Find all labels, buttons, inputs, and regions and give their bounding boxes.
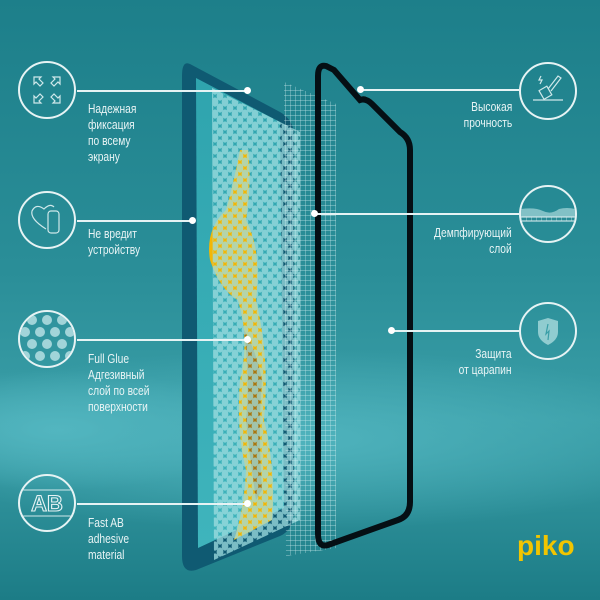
expand-arrows-icon (18, 61, 76, 119)
ab-adhesive-icon: AB (18, 474, 76, 532)
feature-label: Демпфирующий слой (434, 226, 512, 256)
logo-text: piko (517, 530, 575, 561)
heart-phone-icon (18, 191, 76, 249)
feature-label: Надежная фиксация по всему экрану (88, 102, 137, 164)
feature-label: Защита от царапин (459, 347, 512, 377)
shield-icon (519, 302, 577, 360)
glass-frame (315, 62, 413, 549)
adhesive-layer (212, 88, 300, 560)
feature-label: Не вредит устройству (88, 227, 141, 257)
brand-logo: piko (517, 530, 575, 562)
hammer-icon (519, 62, 577, 120)
dots-pattern-icon (18, 310, 76, 368)
feature-label: Fast AB adhesive material (88, 516, 130, 562)
feature-label: Высокая прочность (463, 100, 512, 130)
damping-layer (284, 82, 336, 556)
feature-label: Full Glue Адгезивный слой по всей поверх… (88, 352, 150, 414)
svg-text:AB: AB (31, 491, 63, 516)
damping-layer-icon (519, 185, 577, 243)
